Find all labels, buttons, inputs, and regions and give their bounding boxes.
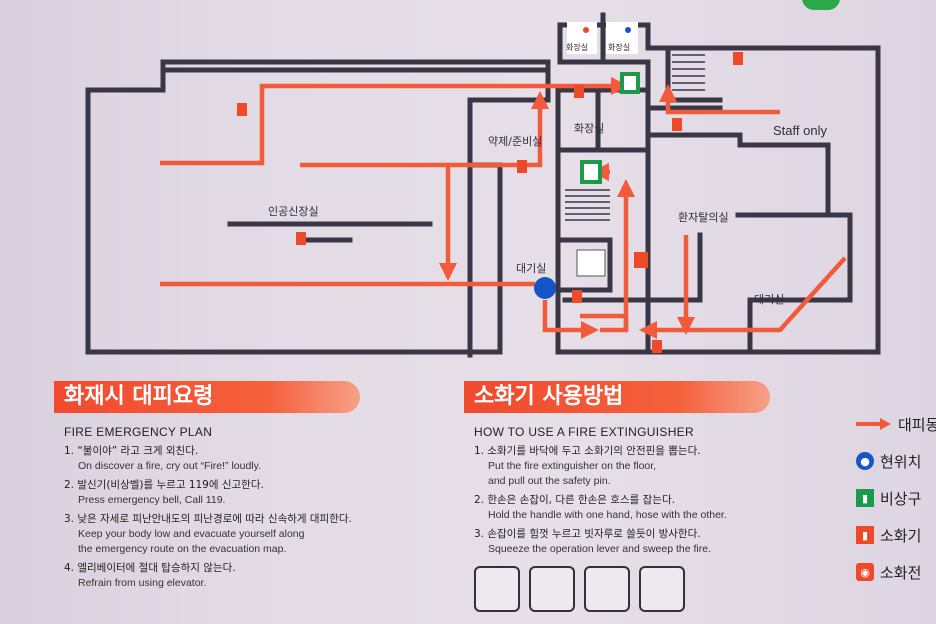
extinguisher-banner: 소화기 사용방법 bbox=[464, 381, 770, 413]
extinguisher-icon bbox=[237, 52, 743, 353]
room-label: 화장실 bbox=[608, 43, 631, 52]
room-label: 대기실 bbox=[754, 293, 785, 306]
stairs bbox=[565, 54, 705, 221]
extinguisher-icon: ▮ bbox=[856, 526, 874, 544]
evac-route-arrow-icon bbox=[856, 418, 891, 430]
extinguisher-pictograms bbox=[474, 566, 685, 612]
room-label: Staff only bbox=[773, 123, 827, 138]
legend-item: 대피동 bbox=[856, 412, 936, 436]
pull-pin-icon bbox=[474, 566, 520, 612]
extinguisher-heading: HOW TO USE A FIRE EXTINGUISHER bbox=[474, 425, 694, 439]
room-label: 약제/준비실 bbox=[488, 135, 543, 148]
hydrant-icon bbox=[634, 252, 648, 268]
room-label: 인공신장실 bbox=[268, 205, 319, 218]
fire-plan-banner: 화재시 대피요령 bbox=[54, 381, 360, 413]
legend: 대피동 ● 현위치 ▮ 비상구 ▮ 소화기 ◉ 소화전 bbox=[856, 412, 936, 597]
legend-item: ◉ 소화전 bbox=[856, 560, 936, 584]
hold-hose-icon bbox=[529, 566, 575, 612]
legend-item: ▮ 비상구 bbox=[856, 486, 936, 510]
legend-item: ● 현위치 bbox=[856, 449, 936, 473]
sweep-fire-icon bbox=[639, 566, 685, 612]
squeeze-lever-icon bbox=[584, 566, 630, 612]
room-label: 화장실 bbox=[566, 43, 589, 52]
you-are-here-icon: ● bbox=[856, 452, 874, 470]
legend-item: ▮ 소화기 bbox=[856, 523, 936, 547]
room-label: 환자탈의실 bbox=[678, 211, 729, 224]
fire-plan-steps: 1. “불이야” 라고 크게 외친다.On discover a fire, c… bbox=[64, 445, 352, 589]
emergency-exit-icon: ▮ bbox=[856, 489, 874, 507]
hydrant-icon: ◉ bbox=[856, 563, 874, 581]
evac-route-arrows bbox=[160, 77, 847, 339]
room-label: 대기실 bbox=[516, 262, 547, 275]
restroom-icon bbox=[567, 22, 638, 54]
you-are-here-icon bbox=[534, 277, 556, 299]
extinguisher-steps: 1. 소화기를 바닥에 두고 소화기의 안전핀을 뽑는다.Put the fir… bbox=[474, 445, 727, 555]
fire-plan-heading: FIRE EMERGENCY PLAN bbox=[64, 425, 213, 439]
room-label: 화장실 bbox=[574, 122, 605, 135]
floor-plan bbox=[85, 12, 881, 358]
brand-logo bbox=[802, 0, 840, 10]
elevator-icon bbox=[576, 249, 606, 277]
emergency-exit-icon bbox=[580, 72, 640, 184]
